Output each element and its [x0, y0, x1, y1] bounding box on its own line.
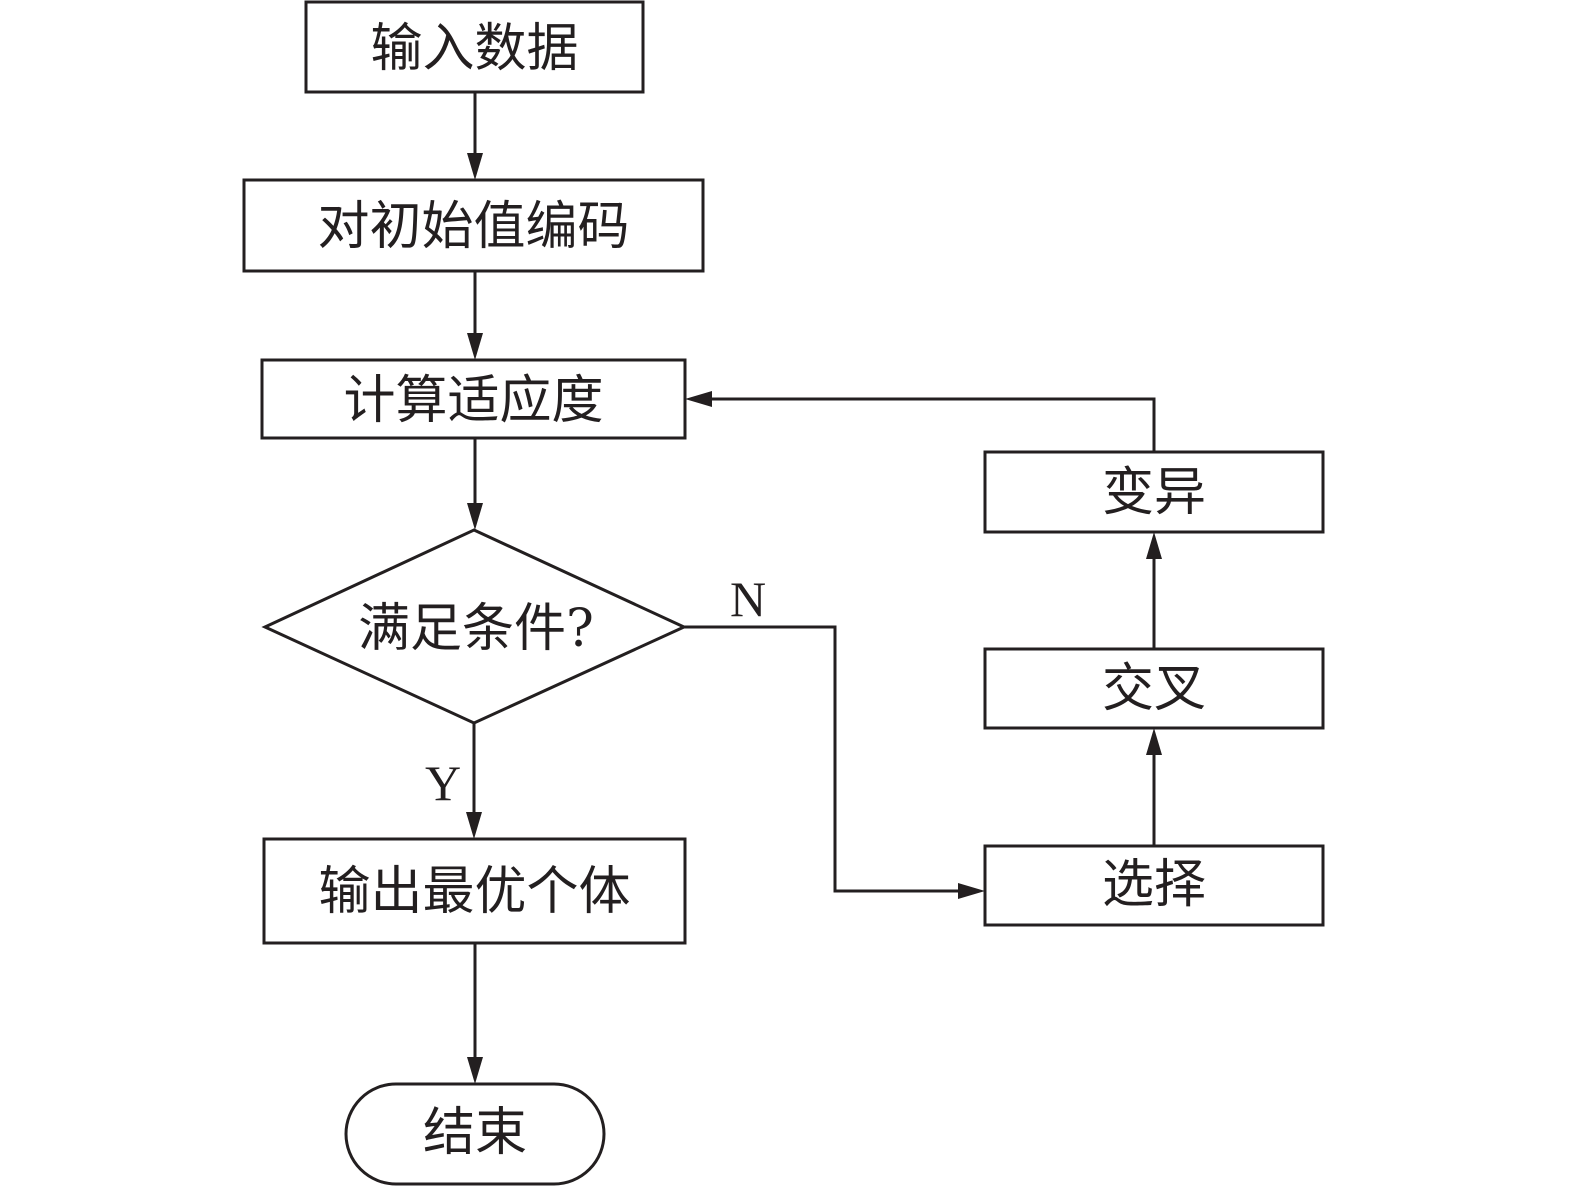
node-compute-fitness-label: 计算适应度 [343, 371, 603, 431]
edge-condition-to-selection: N [684, 571, 985, 899]
node-mutation: 变异 [983, 450, 1325, 534]
arrowhead-right-icon [958, 883, 985, 899]
arrowhead-down-icon [467, 333, 483, 360]
edge-encode-to-fitness [467, 271, 483, 360]
node-mutation-label: 变异 [1102, 463, 1206, 523]
node-crossover: 交叉 [983, 647, 1325, 730]
edge-label-no: N [730, 571, 766, 627]
arrowhead-up-icon [1146, 532, 1162, 559]
node-output-best-label: 输出最优个体 [318, 862, 630, 922]
node-selection: 选择 [983, 844, 1325, 927]
edge-crossover-to-mutation [1146, 532, 1162, 649]
edge-line [710, 397, 1156, 452]
edge-mutation-to-fitness [685, 391, 1156, 452]
arrowhead-down-icon [466, 812, 482, 839]
edge-input-to-encode [467, 92, 483, 180]
arrowhead-up-icon [1146, 728, 1162, 755]
arrowhead-down-icon [467, 153, 483, 180]
arrowhead-left-icon [685, 391, 712, 407]
node-input-data-box [304, 0, 645, 94]
node-end: 结束 [344, 1082, 606, 1186]
edge-fitness-to-condition [467, 438, 483, 530]
edge-condition-to-output: Y [425, 723, 482, 839]
edge-line [684, 625, 960, 893]
node-output-best-box [262, 837, 687, 945]
node-encode-initial: 对初始值编码 [242, 178, 705, 273]
edge-selection-to-crossover [1146, 728, 1162, 846]
node-selection-box [983, 844, 1325, 927]
node-end-label: 结束 [423, 1103, 527, 1163]
node-input-data-label: 输入数据 [370, 19, 578, 79]
node-condition-check-label: 满足条件? [358, 599, 594, 659]
node-encode-initial-box [242, 178, 705, 273]
node-encode-initial-label: 对初始值编码 [317, 197, 629, 257]
edge-label-yes: Y [425, 755, 461, 811]
node-output-best: 输出最优个体 [262, 837, 687, 945]
arrowhead-down-icon [467, 1057, 483, 1084]
node-condition-check: 满足条件? [261, 528, 688, 725]
arrowhead-down-icon [467, 503, 483, 530]
node-crossover-label: 交叉 [1102, 659, 1206, 719]
node-input-data: 输入数据 [304, 0, 645, 94]
node-selection-label: 选择 [1102, 855, 1206, 915]
edge-output-to-end [467, 943, 483, 1084]
node-compute-fitness: 计算适应度 [260, 358, 687, 440]
